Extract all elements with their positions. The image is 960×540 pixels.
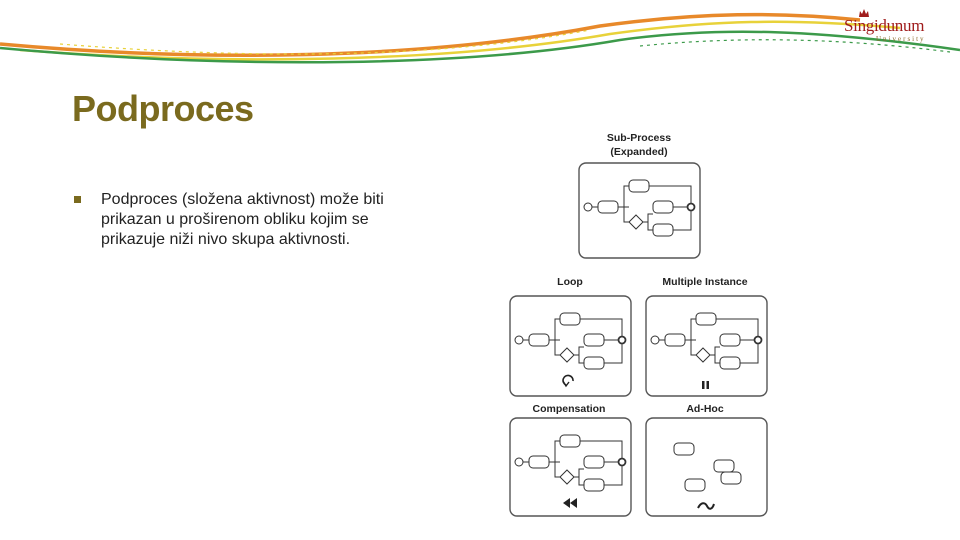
subprocess-box: [509, 417, 632, 517]
header-swoosh-decoration: [0, 12, 960, 64]
panel-subprocess-expanded: Sub-Process (Expanded): [578, 132, 701, 259]
subprocess-box: [645, 295, 768, 397]
parallel-marker-icon: [702, 381, 709, 389]
subprocess-box: [578, 162, 701, 259]
logo-name: Singidunum: [844, 16, 925, 35]
panel-label: Multiple Instance: [662, 276, 747, 288]
subprocess-box: [509, 295, 632, 397]
panel-label: Loop: [557, 276, 583, 288]
square-bullet-icon: [74, 196, 81, 203]
bullet-text: Podproces (složena aktivnost) može biti …: [101, 191, 384, 248]
panel-label: Compensation: [533, 403, 606, 415]
slide-title: Podproces: [72, 88, 254, 129]
adhoc-task: [684, 478, 706, 492]
logo-subtitle: University: [876, 35, 926, 43]
crest-icon: [859, 9, 869, 17]
panel-compensation: Compensation: [509, 403, 632, 517]
panel-multiple-instance: Multiple Instance: [645, 276, 768, 397]
adhoc-task: [673, 442, 695, 456]
panel-label: Sub-Process: [607, 132, 671, 144]
subprocess-box: [645, 417, 768, 517]
adhoc-task: [720, 471, 742, 485]
compensation-marker-icon: [563, 498, 577, 508]
bullet-list: Podproces (složena aktivnost) može biti …: [74, 190, 434, 250]
bullet-item: Podproces (složena aktivnost) može biti …: [74, 190, 434, 250]
adhoc-task: [713, 459, 735, 473]
tilde-marker-icon: [697, 502, 715, 510]
panel-label: Ad-Hoc: [686, 403, 723, 415]
panel-ad-hoc: Ad-Hoc: [645, 403, 768, 517]
bpmn-subprocess-figure: Sub-Process (Expanded) Loop Multiple Ins…: [500, 126, 780, 520]
panel-loop: Loop: [509, 276, 632, 397]
university-logo: Singidunum University: [836, 8, 936, 44]
panel-label-secondary: (Expanded): [610, 146, 667, 158]
